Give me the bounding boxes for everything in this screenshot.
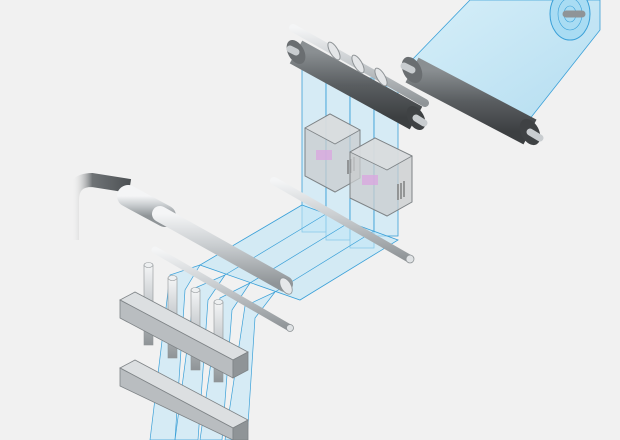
slitter-knife-blades [327,41,388,87]
comb-guide-rack [119,291,249,440]
air-bar-nozzle [117,185,293,295]
inspection-sensor-head-2 [349,137,413,217]
film-web-upper [409,0,601,126]
comb-rack-upper [119,291,249,379]
film-supply-roll [549,0,591,41]
slitter-knife-shaft [289,24,429,107]
rubber-guide-roller [286,39,428,131]
rubber-nip-roller [400,56,544,146]
inspection-sensor-head-1 [304,113,361,193]
idler-roller [270,177,415,264]
air-hose [65,172,132,240]
sensor-window-2 [362,175,378,185]
comb-rack-lower [119,359,249,440]
sensor-window-1 [316,150,332,160]
sensor-2-connector [397,181,405,200]
guide-bar [151,246,294,332]
film-web-lower [199,204,399,301]
